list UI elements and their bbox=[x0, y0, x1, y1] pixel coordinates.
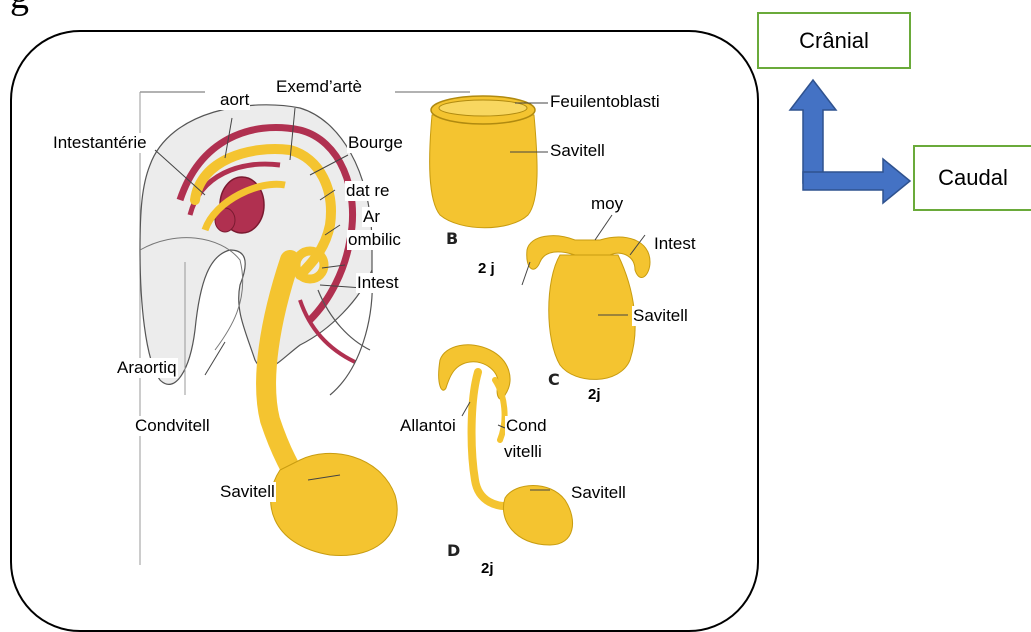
label-moy: moy bbox=[590, 194, 624, 214]
stage-c-day: 2j bbox=[587, 385, 602, 405]
label-cond-d: Cond bbox=[505, 416, 548, 436]
stage-b-day: 2 j bbox=[477, 259, 496, 279]
label-savitell-d: Savitell bbox=[570, 483, 627, 503]
embryo-a-yolk-sac bbox=[271, 453, 398, 555]
label-exemd-arte: Exemd’artè bbox=[275, 77, 363, 97]
label-bourge: Bourge bbox=[347, 133, 404, 153]
label-intest-anterie: Intestantérie bbox=[52, 133, 148, 153]
label-dat-re: dat re bbox=[345, 181, 390, 201]
embryo-c bbox=[522, 215, 650, 379]
label-aort: aort bbox=[219, 90, 250, 110]
label-intest-a: Intest bbox=[356, 273, 400, 293]
embryo-b bbox=[395, 92, 548, 228]
embryo-d-yolk-sac bbox=[503, 486, 572, 546]
embryo-b-yolk bbox=[430, 115, 537, 228]
label-araortiq: Araortiq bbox=[116, 358, 178, 378]
label-feuil-entoblasti: Feuilentoblasti bbox=[549, 92, 661, 112]
label-cond-vitell: Condvitell bbox=[134, 416, 211, 436]
label-savitell-b: Savitell bbox=[549, 141, 606, 161]
caudal-box: Caudal bbox=[913, 145, 1031, 211]
stage-d-day: 2j bbox=[480, 559, 495, 579]
label-savitell-c: Savitell bbox=[632, 306, 689, 326]
label-allantoi: Allantoi bbox=[399, 416, 457, 436]
label-vitelli-d: vitelli bbox=[503, 442, 543, 462]
label-savitell-a: Savitell bbox=[219, 482, 276, 502]
stage-c-letter: C bbox=[548, 370, 560, 389]
cranial-box: Crânial bbox=[757, 12, 911, 69]
stage-d-letter: D bbox=[447, 541, 460, 560]
embryo-c-yolk bbox=[549, 255, 635, 379]
stage-b-letter: B bbox=[446, 229, 458, 248]
label-ar: Ar bbox=[362, 207, 381, 227]
label-ombilic: ombilic bbox=[347, 230, 402, 250]
label-intest-c: Intest bbox=[653, 234, 697, 254]
embryo-diagram bbox=[0, 0, 1031, 615]
direction-arrows bbox=[790, 80, 910, 203]
cranial-arrow bbox=[790, 80, 836, 183]
